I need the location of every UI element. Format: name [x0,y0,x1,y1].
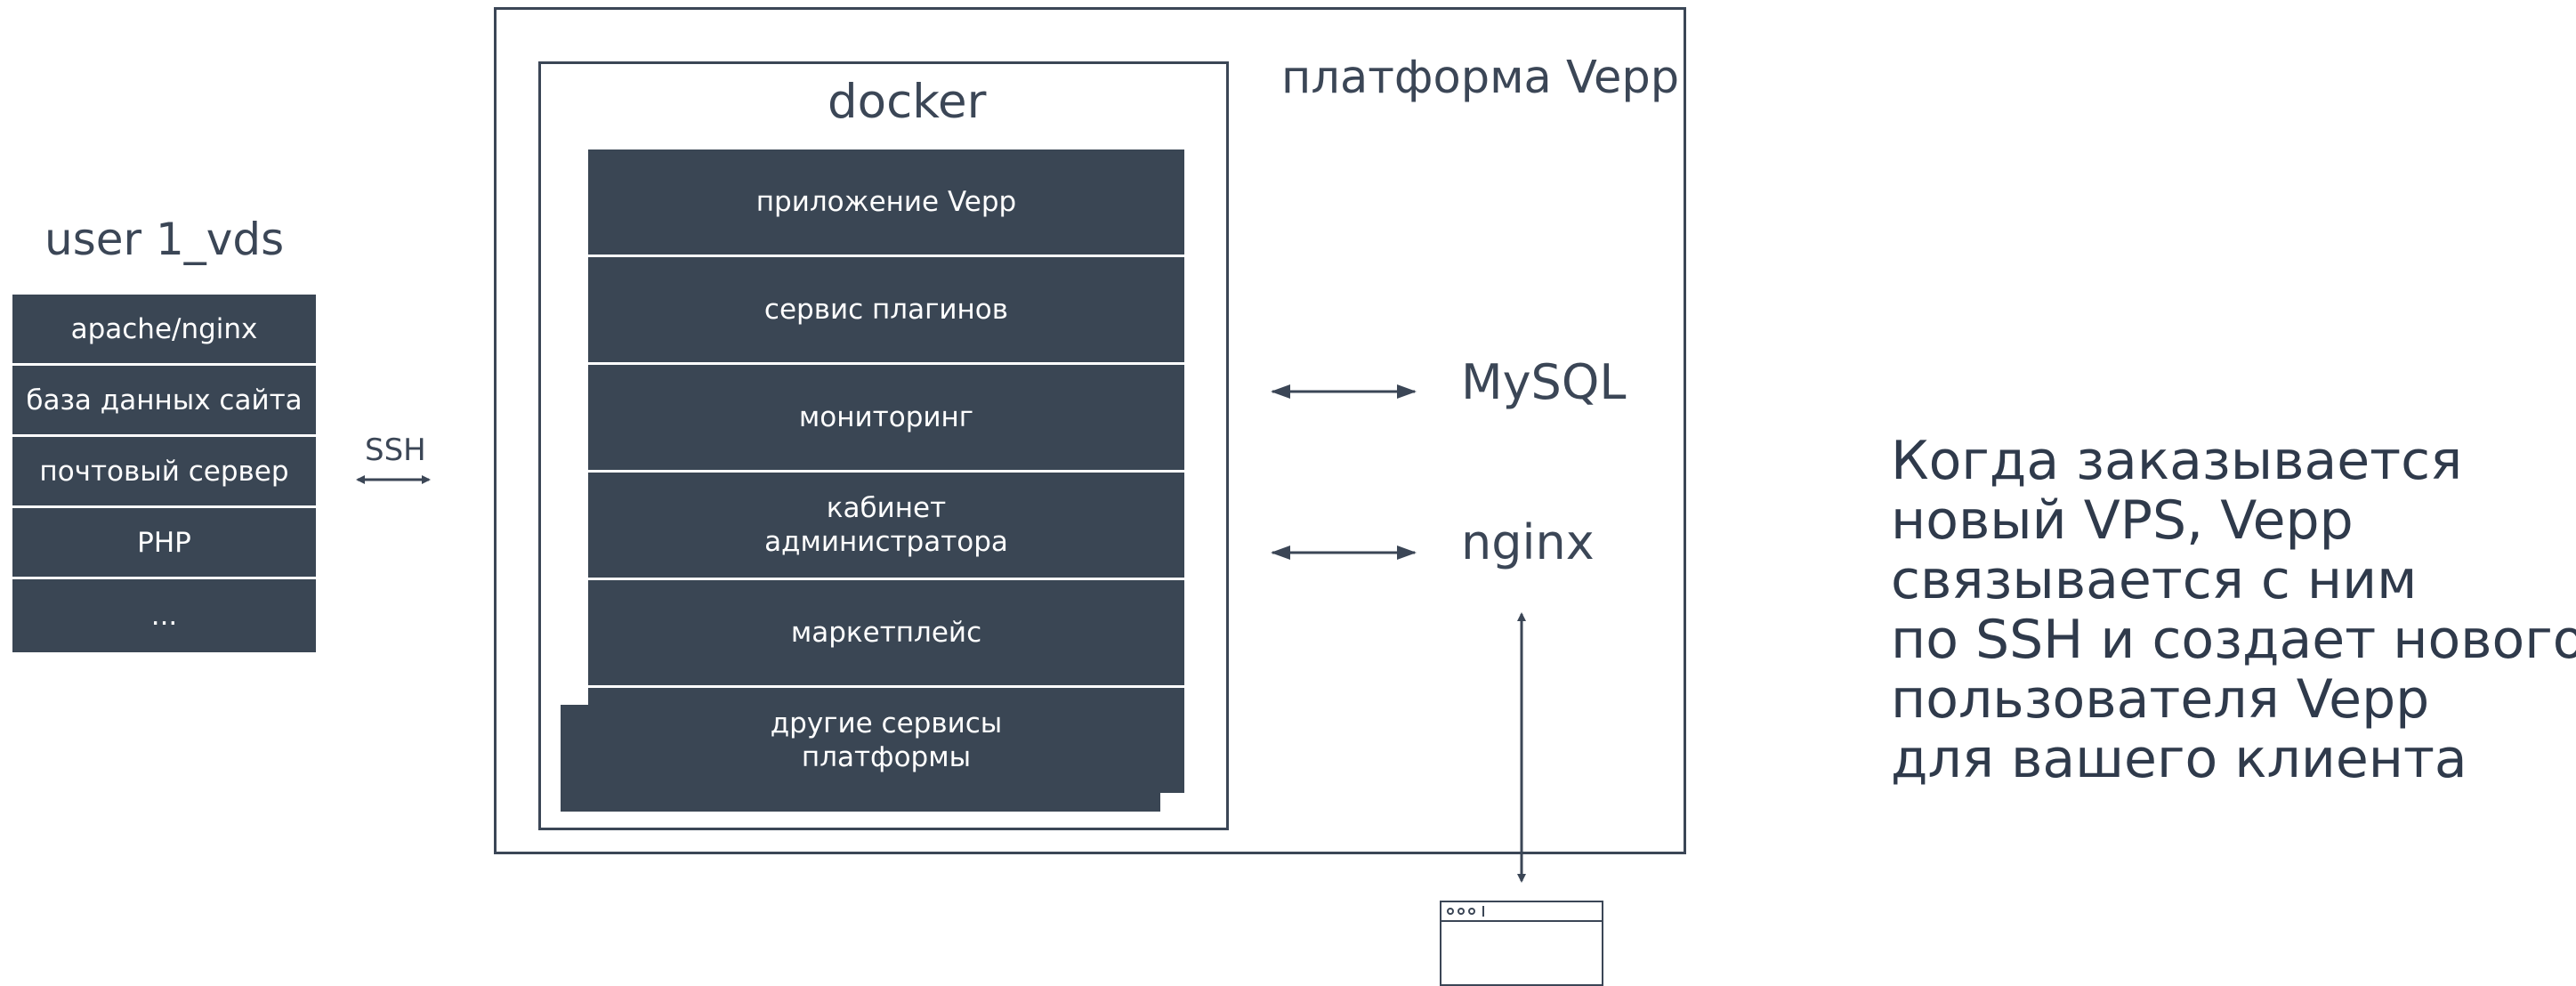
service-monitoring: мониторинг [588,365,1184,470]
description-line: для вашего клиента [1891,728,2467,790]
service-marketplace: маркетплейс [588,580,1184,685]
vds-stack: apache/nginx база данных сайта почтовый … [12,295,316,652]
service-vepp-app: приложение Vepp [588,150,1184,255]
vds-item-php: PHP [12,508,316,579]
browser-window-icon [1440,901,1603,986]
vds-item-mail: почтовый сервер [12,437,316,508]
description-line: связывается с ним [1891,549,2418,611]
vds-title: user 1_vds [44,214,285,265]
service-admin-cabinet: кабинет администратора [588,473,1184,578]
mysql-label: MySQL [1461,354,1627,410]
browser-dot-icon [1458,908,1465,915]
platform-box [494,7,1686,854]
vds-item-more: ... [12,579,316,652]
description-line: новый VPS, Vepp [1891,489,2354,552]
description-line: пользователя Vepp [1891,668,2430,731]
vds-item-apache: apache/nginx [12,295,316,366]
platform-title: платформа Vepp [1281,52,1680,104]
description-line: по SSH и создает нового [1891,609,2576,671]
nginx-label: nginx [1461,514,1595,570]
docker-box [538,61,1229,830]
docker-title: docker [828,75,987,129]
ssh-label: SSH [365,432,426,468]
browser-divider [1482,906,1484,917]
browser-dot-icon [1447,908,1454,915]
description-line: Когда заказывается [1891,430,2463,492]
browser-dot-icon [1468,908,1475,915]
description: Когда заказывается новый VPS, Vepp связы… [1891,432,2576,789]
browser-toolbar [1441,902,1602,922]
vds-item-database: база данных сайта [12,366,316,437]
service-plugins: сервис плагинов [588,257,1184,362]
service-other-platform: другие сервисы платформы [588,688,1184,793]
